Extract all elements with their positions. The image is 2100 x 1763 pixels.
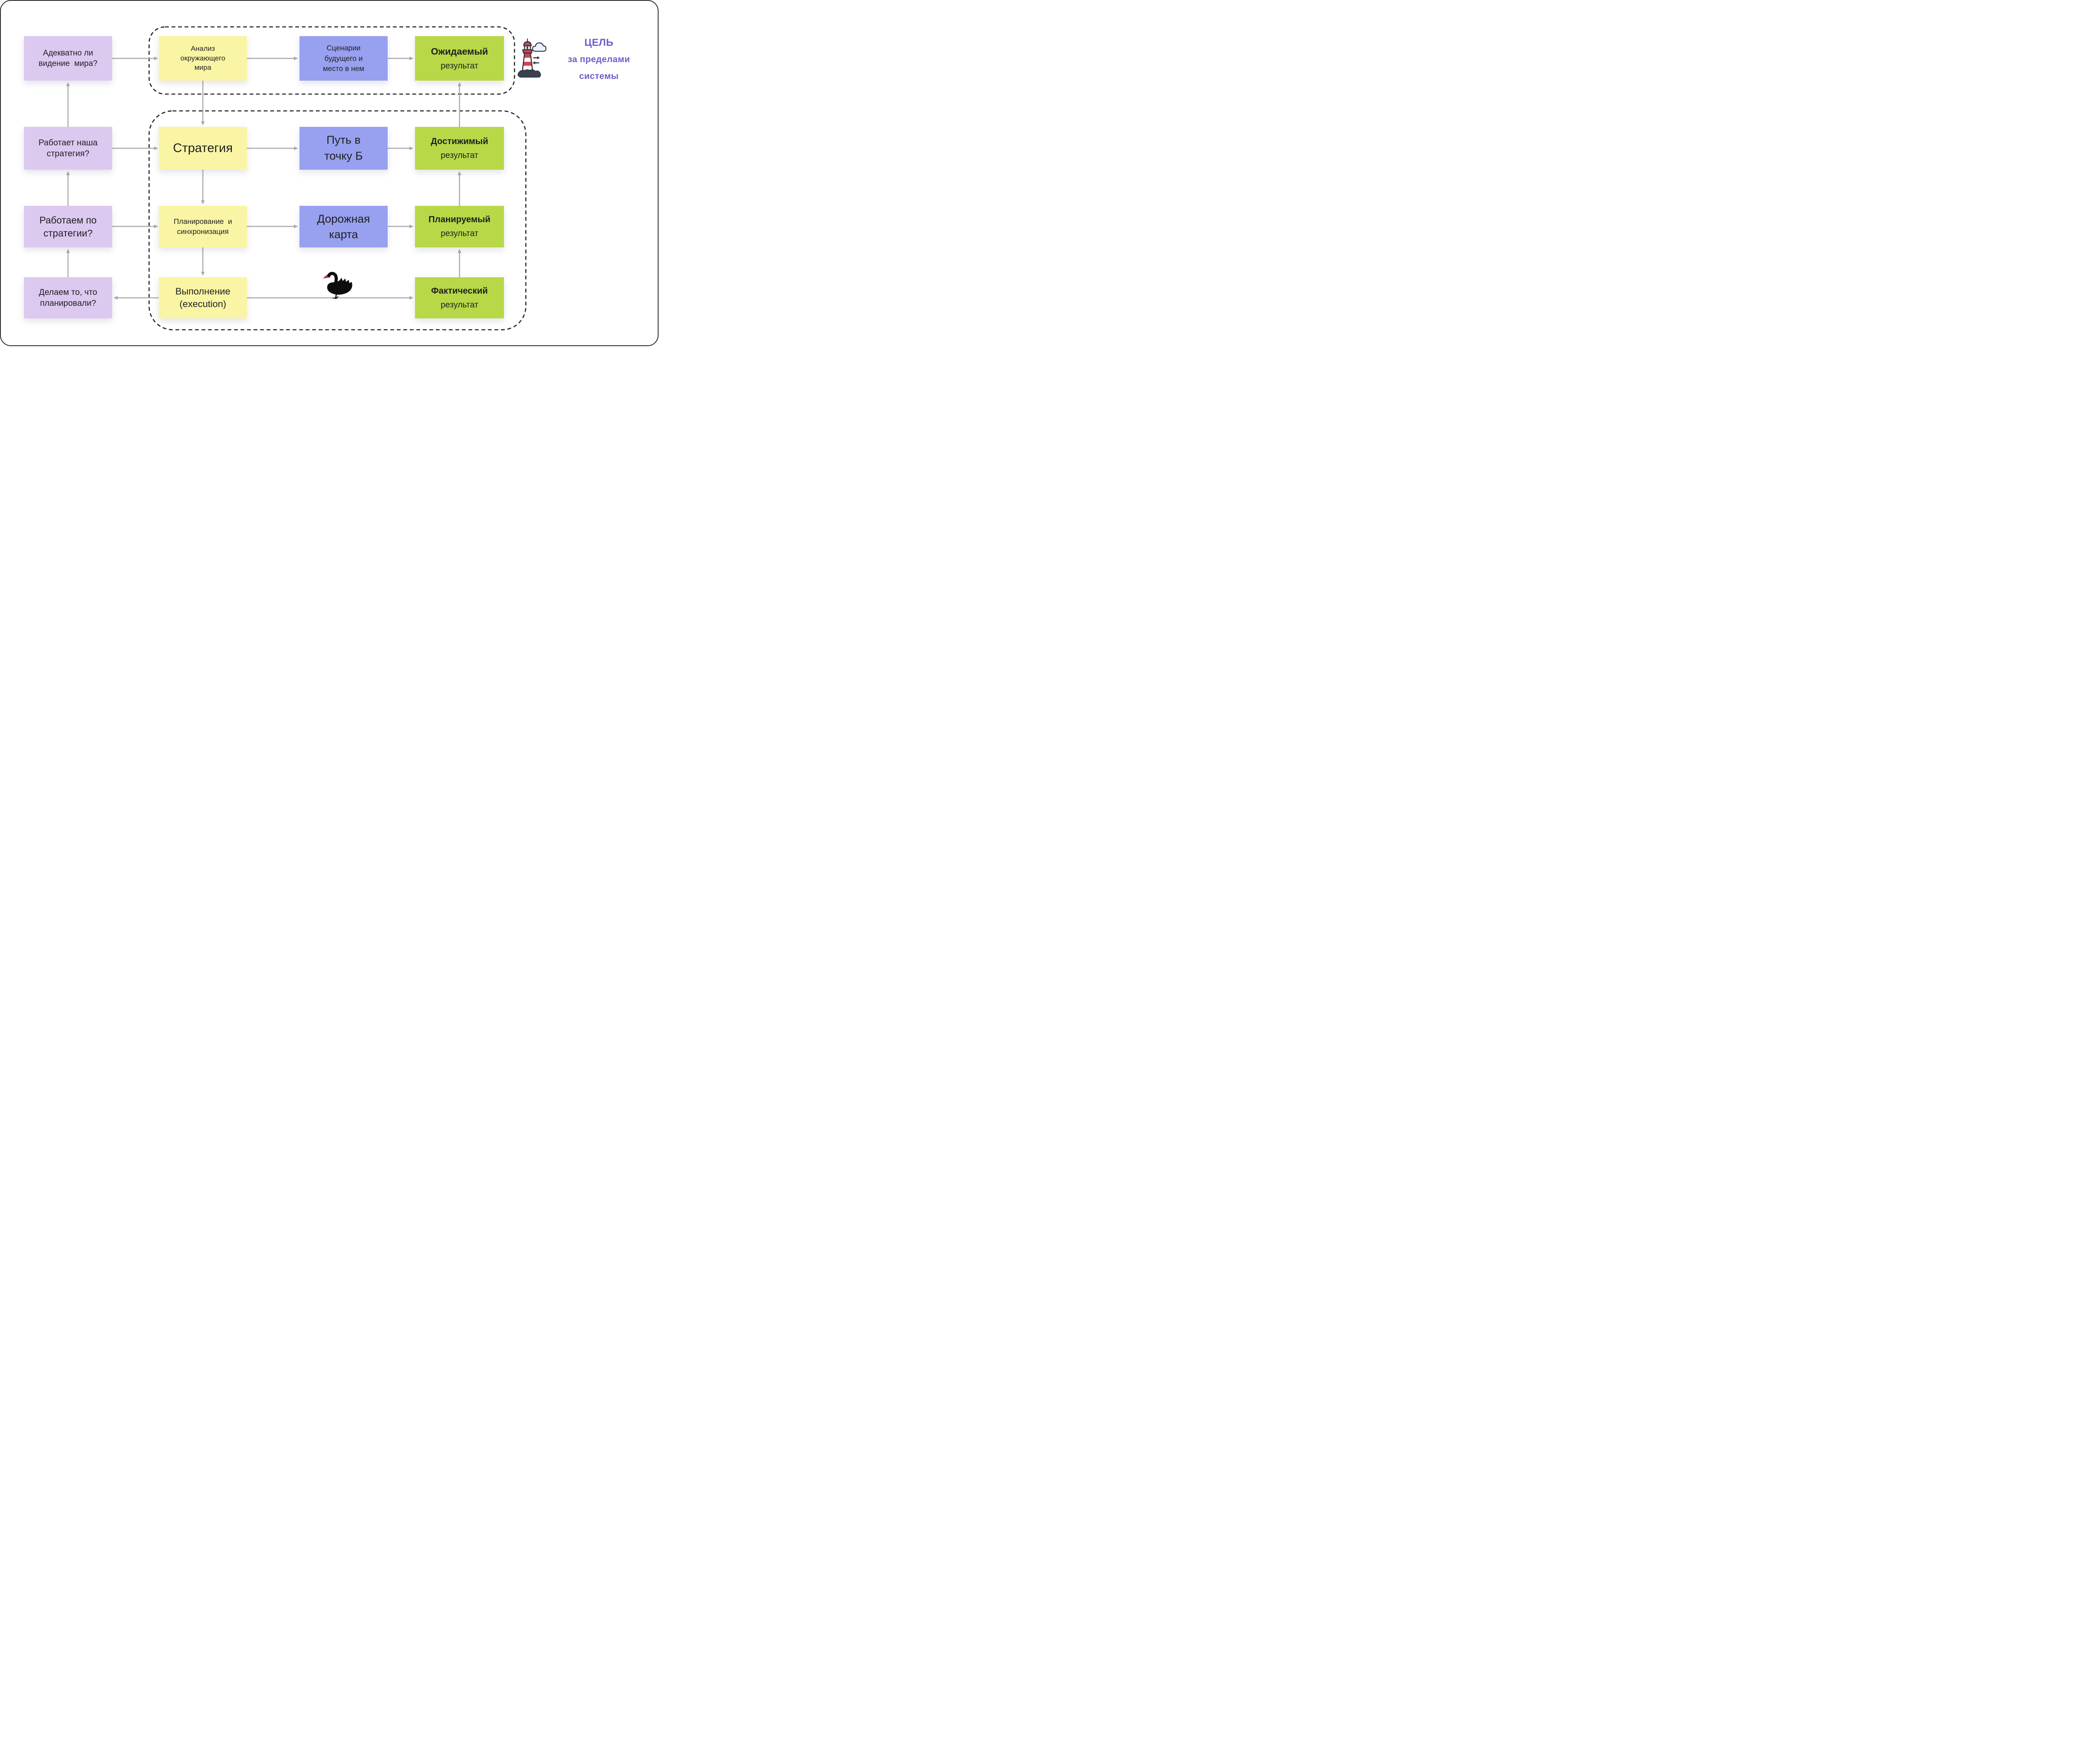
note-output-future-scenarios: Сценарии будущего и место в нем xyxy=(299,36,388,81)
result-title: Планируемый xyxy=(428,215,491,225)
note-result-expected: Ожидаемый результат xyxy=(415,36,504,81)
lighthouse-icon xyxy=(517,38,547,78)
swan-body xyxy=(327,278,352,295)
result-subtitle: результат xyxy=(441,61,478,71)
swan-neck xyxy=(327,272,338,285)
note-question-follow-strategy: Работаем по стратегии? xyxy=(24,206,112,247)
goal-line: системы xyxy=(579,71,619,81)
note-output-path-to-b: Путь в точку Б xyxy=(299,127,388,170)
note-question-do-as-planned: Делаем то, что планировали? xyxy=(24,277,112,318)
whiteboard-canvas: Адекватно ли видение мира? Работает наша… xyxy=(0,0,659,346)
lighthouse-rocks xyxy=(517,69,541,78)
note-process-world-analysis: Анализ окружающего мира xyxy=(159,36,247,81)
swan-foot xyxy=(332,296,339,299)
result-subtitle: результат xyxy=(441,150,478,160)
result-subtitle: результат xyxy=(441,229,478,239)
note-result-actual: Фактический результат xyxy=(415,277,504,318)
note-process-execution: Выполнение (execution) xyxy=(159,277,247,318)
goal-note: ЦЕЛЬ за пределами системы xyxy=(554,34,643,85)
result-title: Фактический xyxy=(431,286,488,296)
result-title: Достижимый xyxy=(430,136,488,146)
result-title: Ожидаемый xyxy=(431,46,488,57)
cloud-icon xyxy=(532,42,547,52)
note-question-world-vision: Адекватно ли видение мира? xyxy=(24,36,112,81)
black-swan-image xyxy=(322,272,352,299)
goal-line: за пределами xyxy=(567,55,630,64)
note-result-achievable: Достижимый результат xyxy=(415,127,504,170)
note-question-strategy-works: Работает наша стратегия? xyxy=(24,127,112,170)
result-subtitle: результат xyxy=(441,300,478,310)
goal-line: ЦЕЛЬ xyxy=(584,37,614,48)
lighthouse-gallery xyxy=(522,49,533,54)
note-output-roadmap: Дорожная карта xyxy=(299,206,388,247)
note-process-strategy: Стратегия xyxy=(159,127,247,170)
exchange-arrows-icon xyxy=(533,56,540,65)
note-result-planned: Планируемый результат xyxy=(415,206,504,247)
lighthouse-window xyxy=(526,46,528,49)
lighthouse-dome xyxy=(523,41,532,47)
swan-beak-band xyxy=(322,278,325,280)
note-process-planning-sync: Планирование и синхронизация xyxy=(159,206,247,247)
flow-arrows xyxy=(66,56,462,300)
